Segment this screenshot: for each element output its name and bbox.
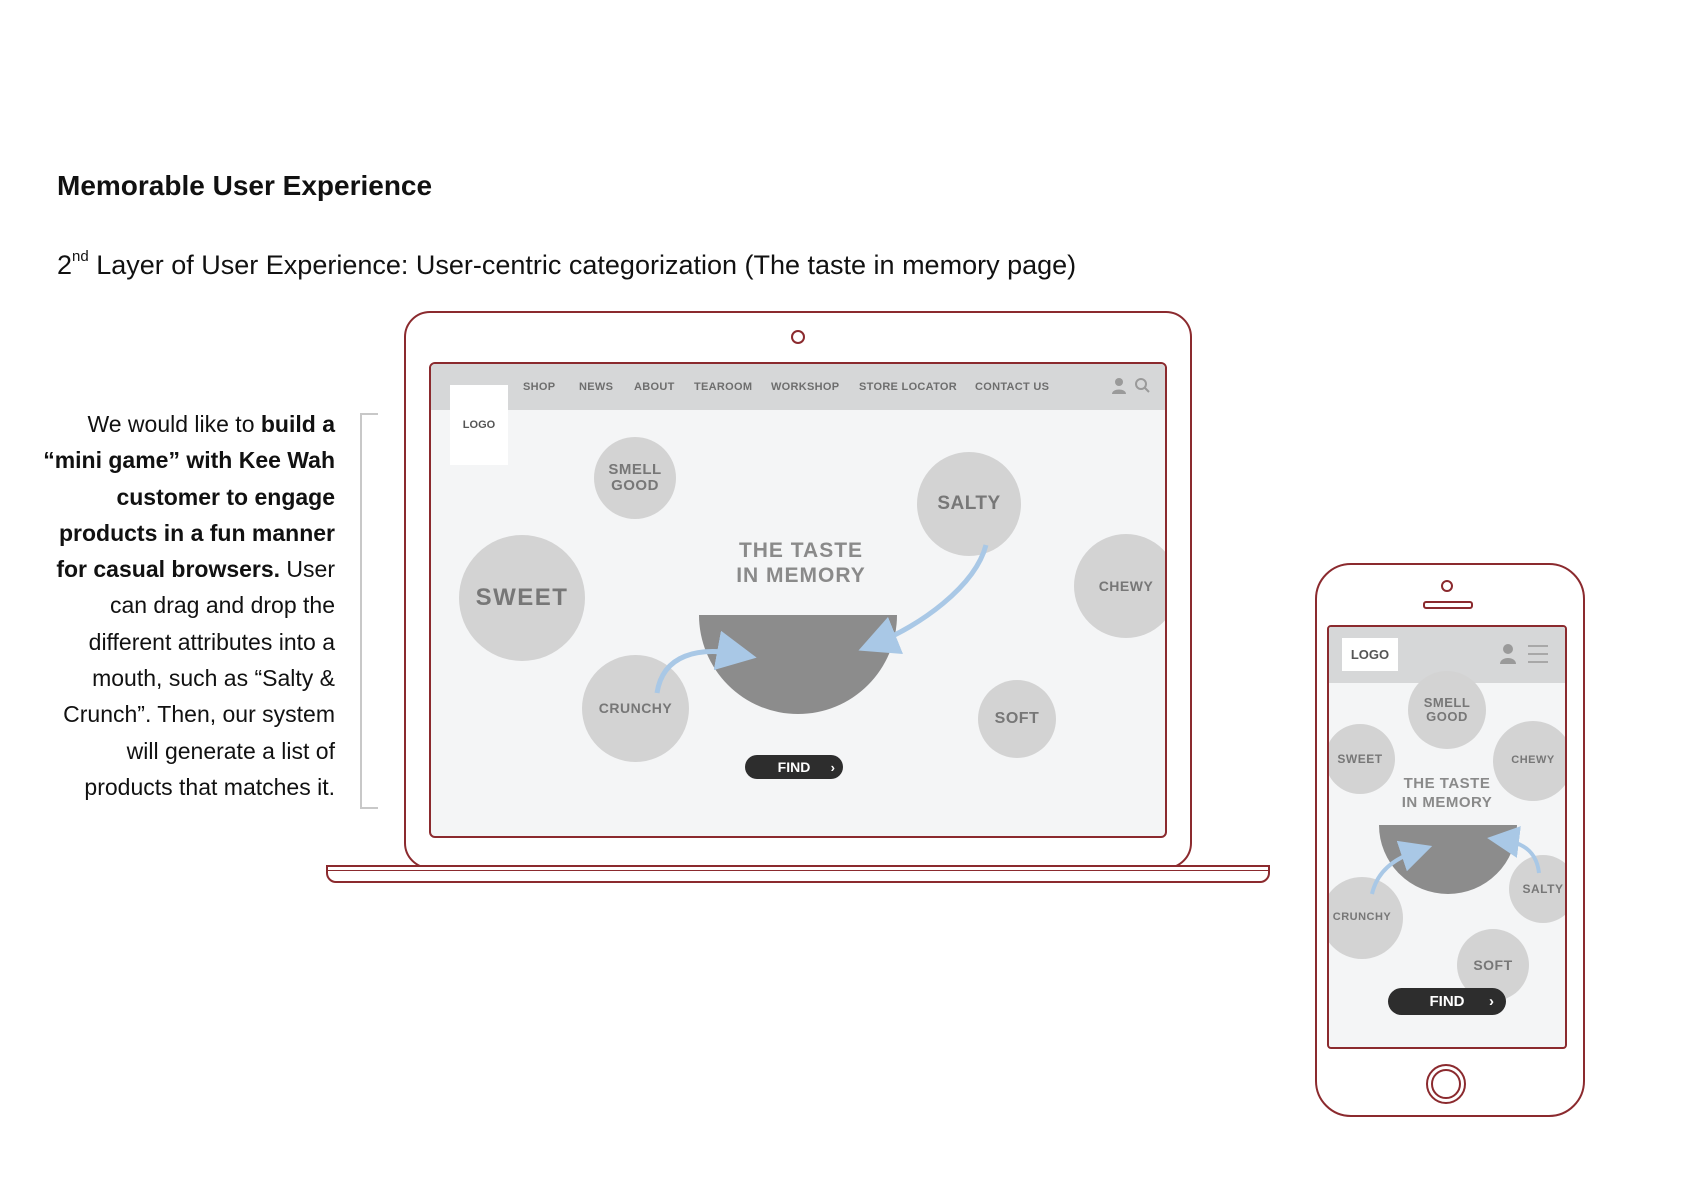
arrow-salty-to-mouth bbox=[858, 544, 989, 655]
nav-about[interactable]: ABOUT bbox=[634, 381, 675, 393]
laptop-drag-arrows bbox=[654, 544, 989, 694]
bubble-smell-good-line2: GOOD bbox=[1426, 709, 1468, 724]
laptop-find-label: FIND bbox=[777, 759, 811, 775]
nav-workshop[interactable]: WORKSHOP bbox=[771, 381, 840, 393]
laptop-base-line bbox=[326, 870, 1270, 871]
page-heading: Memorable User Experience bbox=[57, 170, 433, 201]
chevron-right-icon: › bbox=[830, 759, 835, 775]
title-line1: THE TASTE bbox=[1403, 775, 1491, 792]
laptop-base bbox=[326, 865, 1270, 883]
title-line1: THE TASTE bbox=[738, 539, 864, 562]
description-bold: build a “mini game” with Kee Wah custome… bbox=[43, 411, 335, 583]
bubble-crunchy[interactable]: CRUNCHY bbox=[582, 655, 689, 762]
user-icon[interactable] bbox=[1499, 643, 1517, 665]
description-text: We would like to build a “mini game” wit… bbox=[40, 406, 335, 805]
laptop-logo[interactable]: LOGO bbox=[450, 385, 508, 465]
description-bracket bbox=[360, 413, 378, 809]
phone-page-title: THE TASTE IN MEMORY bbox=[1367, 774, 1527, 812]
phone-home-ring bbox=[1431, 1069, 1461, 1099]
search-icon[interactable] bbox=[1134, 377, 1150, 395]
bubble-smell-good-line2: GOOD bbox=[611, 477, 659, 494]
bubble-smell-good-line1: SMELL bbox=[608, 461, 662, 479]
laptop-camera bbox=[791, 330, 805, 344]
arrow-salty-to-mouth bbox=[1487, 826, 1541, 874]
phone-camera bbox=[1441, 580, 1453, 592]
nav-contact-us[interactable]: CONTACT US bbox=[975, 381, 1050, 393]
title-line2: IN MEMORY bbox=[736, 564, 866, 587]
bubble-chewy[interactable]: CHEWY bbox=[1074, 534, 1165, 638]
phone-speaker bbox=[1423, 601, 1473, 609]
bubble-crunchy[interactable]: CRUNCHY bbox=[1329, 877, 1403, 959]
hamburger-menu-icon[interactable] bbox=[1527, 644, 1549, 664]
bubble-sweet[interactable]: SWEET bbox=[1329, 724, 1395, 794]
subheading-prefix: 2 bbox=[57, 250, 73, 280]
page-subheading: 2nd Layer of User Experience: User-centr… bbox=[57, 248, 1077, 281]
nav-tearoom[interactable]: TEAROOM bbox=[694, 381, 753, 393]
phone-find-label: FIND bbox=[1429, 993, 1465, 1010]
phone-drag-arrows bbox=[1370, 826, 1541, 895]
user-icon[interactable] bbox=[1111, 377, 1127, 395]
chevron-right-icon: › bbox=[1489, 993, 1494, 1010]
arrow-crunchy-to-mouth bbox=[654, 630, 757, 694]
phone-find-button[interactable]: FIND › bbox=[1388, 988, 1506, 1015]
bubble-salty[interactable]: SALTY bbox=[917, 452, 1021, 556]
bubble-soft[interactable]: SOFT bbox=[978, 680, 1056, 758]
subheading-text: Layer of User Experience: User-centric c… bbox=[88, 250, 1077, 280]
phone-home-button[interactable] bbox=[1426, 1064, 1466, 1104]
laptop-find-button[interactable]: FIND › bbox=[745, 755, 843, 779]
nav-store-locator[interactable]: STORE LOCATOR bbox=[859, 381, 958, 393]
nav-news[interactable]: NEWS bbox=[579, 381, 614, 393]
description-intro: We would like to bbox=[87, 411, 261, 437]
subheading-sup: nd bbox=[72, 248, 89, 265]
bubble-smell-good-line1: SMELL bbox=[1423, 695, 1471, 711]
laptop-navbar: SHOP NEWS ABOUT TEAROOM WORKSHOP STORE L… bbox=[431, 364, 1165, 410]
title-line2: IN MEMORY bbox=[1401, 794, 1493, 811]
laptop-screen: SHOP NEWS ABOUT TEAROOM WORKSHOP STORE L… bbox=[429, 362, 1167, 838]
bubble-chewy[interactable]: CHEWY bbox=[1493, 721, 1565, 801]
nav-shop[interactable]: SHOP bbox=[523, 381, 556, 393]
phone-logo[interactable]: LOGO bbox=[1342, 638, 1398, 671]
bubble-sweet[interactable]: SWEET bbox=[459, 535, 585, 661]
description-rest: User can drag and drop the different att… bbox=[63, 556, 335, 800]
arrow-crunchy-to-mouth bbox=[1370, 840, 1433, 895]
